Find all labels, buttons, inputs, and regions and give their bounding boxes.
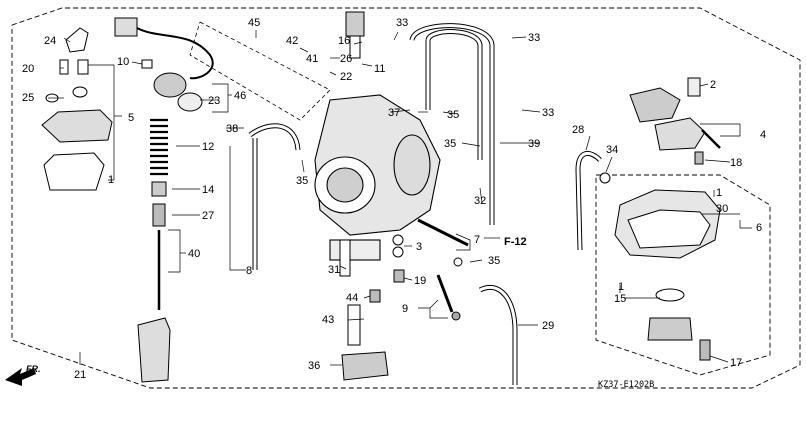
callout-26: 26 [340,53,352,65]
front-marker: FR. [26,364,41,374]
callout-45: 45 [248,17,260,29]
float-bowl [614,189,721,361]
callout-30: 30 [716,203,728,215]
callout-35-upper: 35 [447,109,459,121]
callout-17: 17 [730,357,742,369]
callout-15: 15 [614,293,626,305]
callout-27: 27 [202,210,214,222]
callout-35-left: 35 [296,175,308,187]
front-arrow-icon [5,368,36,386]
callout-33-mid: 33 [542,107,554,119]
callout-9: 9 [402,303,408,315]
callout-44: 44 [346,292,358,304]
callout-29: 29 [542,320,554,332]
section-ref: F-12 [504,236,527,248]
callout-33-right: 33 [528,32,540,44]
callout-5: 5 [128,112,134,124]
jet-needle-stack [137,118,171,383]
outer-frame [11,7,801,389]
carburetor-body [314,94,441,261]
callout-3: 3 [416,241,422,253]
float-bowl-frame [595,174,771,376]
callout-38: 38 [226,123,238,135]
callout-34: 34 [606,144,618,156]
callout-20: 20 [22,63,34,75]
callout-18: 18 [730,157,742,169]
callout-10: 10 [117,56,129,68]
callout-1-bowl: 1 [716,187,722,199]
callout-11: 11 [374,63,385,75]
connector-and-sensor [114,17,214,112]
callout-28: 28 [572,124,584,136]
callout-32: 32 [474,195,486,207]
callout-2: 2 [710,79,716,91]
callout-23: 23 [208,95,220,107]
callout-labels: 24 20 25 5 1 10 12 14 27 40 8 21 45 46 2… [22,17,766,390]
callout-42: 42 [286,35,298,47]
callout-35-lower: 35 [488,255,500,267]
callout-37: 37 [388,107,400,119]
callout-40: 40 [188,248,200,260]
callout-41: 41 [306,53,318,65]
leader-lines [48,30,752,366]
jet-group-frame [189,21,331,121]
callout-19: 19 [414,275,426,287]
hoses [248,23,602,385]
callout-22: 22 [340,71,352,83]
callout-43: 43 [322,314,334,326]
callout-39: 39 [528,138,540,150]
callout-12: 12 [202,141,214,153]
callout-14: 14 [202,184,214,196]
callout-31: 31 [328,264,340,276]
float-assembly [599,77,721,184]
callout-8: 8 [246,265,252,277]
callout-21: 21 [74,369,86,381]
callout-25: 25 [22,92,34,104]
callout-1-ring: 1 [618,281,624,293]
figure-code: KZ37-E1202B [598,380,654,390]
callout-24: 24 [44,35,56,47]
callout-1: 1 [108,174,114,186]
callout-46: 46 [234,90,246,102]
callout-33-top: 33 [396,17,408,29]
callout-4: 4 [760,129,766,141]
callout-35-mid: 35 [444,138,456,150]
callout-7: 7 [474,234,480,246]
small-parts-center [339,11,469,381]
callout-16: 16 [338,35,350,47]
callout-36: 36 [308,360,320,372]
callout-6: 6 [756,222,762,234]
top-cap-assembly [41,27,113,191]
